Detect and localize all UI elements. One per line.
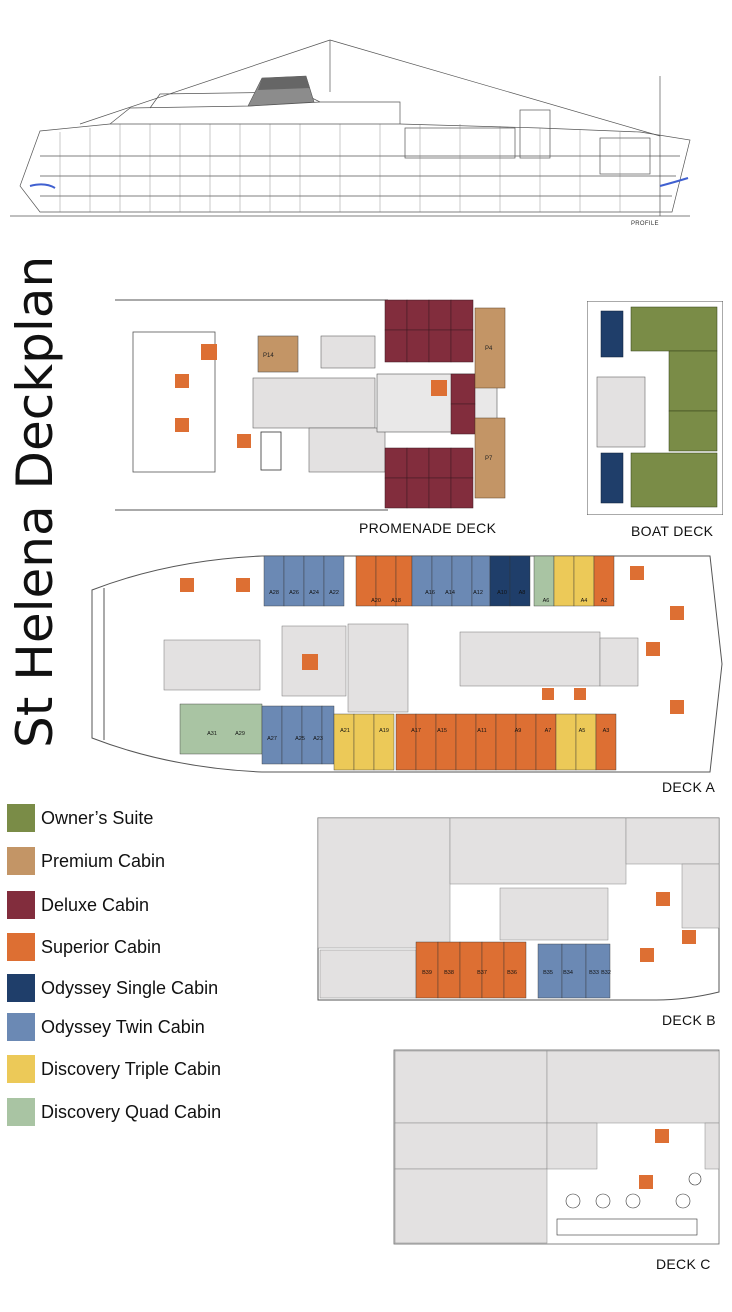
legend-label: Superior Cabin [41, 936, 162, 957]
legend-item-deluxe-cabin: Deluxe Cabin [7, 890, 149, 920]
cabin-label: A25 [295, 736, 305, 742]
promenade-deck-plan: P14 P4 P7 [115, 299, 511, 511]
cabin-label: A28 [269, 590, 279, 596]
legend-label: Odyssey Single Cabin [41, 977, 219, 998]
cabin-label: A26 [289, 590, 299, 596]
cabin-label: A3 [603, 728, 610, 734]
cabin-label: A20 [371, 598, 381, 604]
page-title: St Helena Deckplan [6, 255, 64, 748]
cabin-label: A9 [515, 728, 522, 734]
cabin-label: A7 [545, 728, 552, 734]
cabin-label: A14 [445, 590, 455, 596]
deck-a-plan: A28 A26 A24 A22 A20 A18 A16 A14 A12 A10 … [91, 555, 723, 773]
cabin-label: A16 [425, 590, 435, 596]
legend-swatch [7, 1098, 35, 1126]
boat-deck-plan [587, 301, 723, 515]
cabin-label: A18 [391, 598, 401, 604]
legend-label: Owner’s Suite [41, 807, 154, 828]
legend-label: Discovery Triple Cabin [41, 1058, 222, 1079]
legend-item-owners-suite: Owner’s Suite [7, 803, 153, 833]
cabin-label: A22 [329, 590, 339, 596]
cabin-label: B34 [563, 970, 573, 976]
cabin-label: A24 [309, 590, 319, 596]
cabin-label: B37 [477, 970, 487, 976]
deck-c-plan [393, 1049, 720, 1245]
cabin-label: A10 [497, 590, 507, 596]
legend-swatch [7, 891, 35, 919]
cabin-label: A4 [581, 598, 588, 604]
cabin-label: A15 [437, 728, 447, 734]
cabin-label: B38 [444, 970, 454, 976]
cabin-label: A29 [235, 731, 245, 737]
cabin-label: A21 [340, 728, 350, 734]
boat-deck-label: BOAT DECK [631, 523, 714, 539]
deck-c-label: DECK C [656, 1256, 711, 1272]
cabin-label: P7 [485, 456, 493, 462]
cabin-label: A2 [601, 598, 608, 604]
cabin-label: P14 [263, 353, 274, 359]
legend-item-discovery-quad-cabin: Discovery Quad Cabin [7, 1097, 221, 1127]
legend-item-odyssey-twin-cabin: Odyssey Twin Cabin [7, 1012, 205, 1042]
legend-item-superior-cabin: Superior Cabin [7, 932, 161, 962]
profile-label: PROFILE [631, 221, 659, 227]
cabin-label: B32 [601, 970, 611, 976]
cabin-label: B36 [507, 970, 517, 976]
legend-label: Premium Cabin [41, 850, 166, 871]
legend-label: Odyssey Twin Cabin [41, 1016, 205, 1037]
legend-swatch [7, 974, 35, 1002]
promenade-deck-label: PROMENADE DECK [359, 520, 497, 536]
legend-item-premium-cabin: Premium Cabin [7, 846, 165, 876]
cabin-label: A6 [543, 598, 550, 604]
cabin-label: A17 [411, 728, 421, 734]
legend-swatch [7, 847, 35, 875]
legend-item-discovery-triple-cabin: Discovery Triple Cabin [7, 1054, 221, 1084]
cabin-label: B35 [543, 970, 553, 976]
cabin-label: A19 [379, 728, 389, 734]
legend-label: Discovery Quad Cabin [41, 1101, 222, 1122]
cabin-label: A12 [473, 590, 483, 596]
cabin-label: B39 [422, 970, 432, 976]
cabin-label: B33 [589, 970, 599, 976]
cabin-label: A11 [477, 728, 486, 734]
deck-b-label: DECK B [662, 1012, 716, 1028]
deck-b-plan: B39 B38 B37 B36 B35 B34 B33 B32 [317, 817, 720, 1001]
cabin-label: A5 [579, 728, 586, 734]
cabin-label: A8 [519, 590, 526, 596]
legend-swatch [7, 1013, 35, 1041]
cabin-label: A23 [313, 736, 323, 742]
legend-label: Deluxe Cabin [41, 894, 150, 915]
ship-profile-drawing [10, 39, 691, 217]
legend-swatch [7, 804, 35, 832]
legend-swatch [7, 933, 35, 961]
legend-item-odyssey-single-cabin: Odyssey Single Cabin [7, 973, 218, 1003]
legend-swatch [7, 1055, 35, 1083]
deck-a-label: DECK A [662, 779, 716, 795]
cabin-label: A27 [267, 736, 277, 742]
cabin-label: P4 [485, 346, 493, 352]
cabin-label: A31 [207, 731, 217, 737]
